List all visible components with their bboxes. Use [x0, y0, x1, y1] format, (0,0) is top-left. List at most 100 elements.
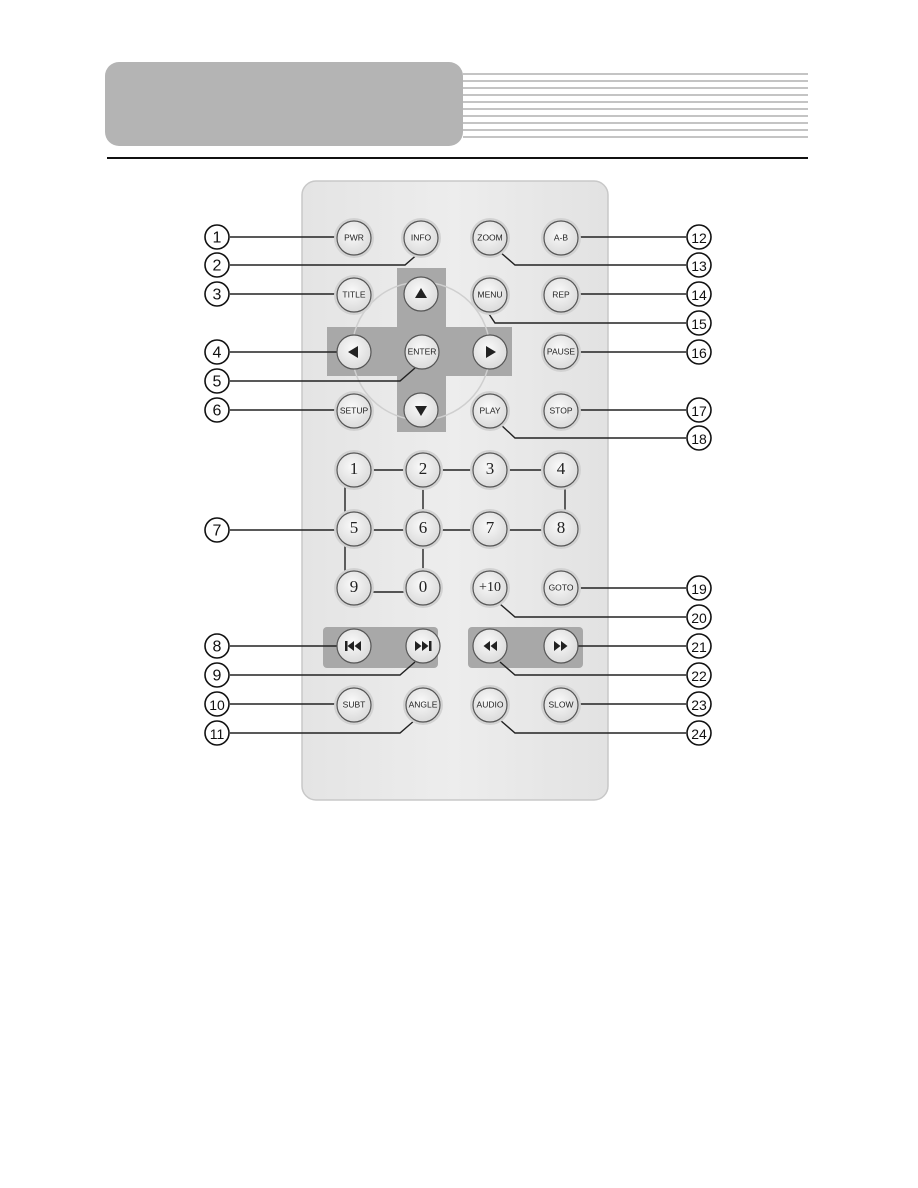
num-7-button[interactable]: 7	[470, 509, 510, 549]
audio-label: AUDIO	[477, 699, 504, 709]
callout-17: 17	[686, 397, 712, 423]
callout-15: 15	[686, 310, 712, 336]
play-label: PLAY	[479, 405, 500, 415]
num-3-button[interactable]: 3	[470, 450, 510, 490]
subt-label: SUBT	[343, 699, 366, 709]
plus10-button[interactable]: +10	[470, 568, 510, 608]
callout-22: 22	[686, 662, 712, 688]
info-button[interactable]: INFO	[401, 218, 441, 258]
down-button[interactable]	[403, 392, 439, 428]
callout-24: 24	[686, 720, 712, 746]
callout-24-text: 24	[691, 726, 707, 742]
prev-button[interactable]	[336, 628, 372, 664]
goto-label: GOTO	[549, 582, 574, 592]
next-button[interactable]	[405, 628, 441, 664]
stop-label: STOP	[550, 405, 573, 415]
rewind-icon	[483, 641, 497, 651]
num-9-label: 9	[350, 577, 359, 596]
angle-button[interactable]: ANGLE	[403, 685, 443, 725]
ab-label: A-B	[554, 232, 569, 242]
left-button[interactable]	[336, 334, 372, 370]
rep-button[interactable]: REP	[541, 275, 581, 315]
num-8-label: 8	[557, 518, 566, 537]
callout-7: 7	[204, 517, 230, 543]
callout-4-text: 4	[213, 345, 222, 362]
callout-1: 1	[204, 224, 230, 250]
num-3-label: 3	[486, 459, 495, 478]
callout-21-text: 21	[691, 639, 707, 655]
subt-button[interactable]: SUBT	[334, 685, 374, 725]
callout-8-text: 8	[213, 639, 222, 656]
callout-11: 11	[204, 720, 230, 746]
angle-label: ANGLE	[409, 699, 438, 709]
menu-label: MENU	[477, 289, 502, 299]
callout-9: 9	[204, 662, 230, 688]
num-6-button[interactable]: 6	[403, 509, 443, 549]
callout-5-text: 5	[213, 374, 222, 391]
rewind-button[interactable]	[472, 628, 508, 664]
right-button[interactable]	[472, 334, 508, 370]
num-6-label: 6	[419, 518, 428, 537]
stop-button[interactable]: STOP	[541, 391, 581, 431]
num-2-button[interactable]: 2	[403, 450, 443, 490]
skip-next-icon	[415, 641, 432, 651]
pwr-button[interactable]: PWR	[334, 218, 374, 258]
plus10-label: +10	[479, 580, 501, 595]
header-rules	[463, 73, 808, 138]
zoom-button[interactable]: ZOOM	[470, 218, 510, 258]
callout-16-text: 16	[691, 345, 707, 361]
callout-5: 5	[204, 368, 230, 394]
ab-button[interactable]: A-B	[541, 218, 581, 258]
slow-label: SLOW	[548, 699, 573, 709]
play-button[interactable]: PLAY	[470, 391, 510, 431]
callout-20-text: 20	[691, 610, 707, 626]
info-label: INFO	[411, 232, 432, 242]
callout-10: 10	[204, 691, 230, 717]
menu-button[interactable]: MENU	[470, 275, 510, 315]
callout-2: 2	[204, 252, 230, 278]
num-1-label: 1	[350, 459, 359, 478]
num-1-button[interactable]: 1	[334, 450, 374, 490]
audio-button[interactable]: AUDIO	[470, 685, 510, 725]
rep-label: REP	[552, 289, 570, 299]
pause-button[interactable]: PAUSE	[541, 332, 581, 372]
callout-21: 21	[686, 633, 712, 659]
fast-forward-icon	[554, 641, 568, 651]
fast-forward-button[interactable]	[543, 628, 579, 664]
callout-12-text: 12	[691, 230, 707, 246]
callout-14-text: 14	[691, 287, 707, 303]
pause-label: PAUSE	[547, 346, 576, 356]
callout-9-text: 9	[213, 668, 222, 685]
up-button[interactable]	[403, 276, 439, 312]
num-9-button[interactable]: 9	[334, 568, 374, 608]
arrow-left-icon	[348, 346, 358, 358]
arrow-up-icon	[415, 288, 427, 298]
zoom-label: ZOOM	[477, 232, 503, 242]
title-button[interactable]: TITLE	[334, 275, 374, 315]
callout-14: 14	[686, 281, 712, 307]
arrow-right-icon	[486, 346, 496, 358]
num-5-label: 5	[350, 518, 359, 537]
setup-label: SETUP	[340, 405, 369, 415]
callout-13-text: 13	[691, 258, 707, 274]
num-5-button[interactable]: 5	[334, 509, 374, 549]
callout-3: 3	[204, 281, 230, 307]
setup-button[interactable]: SETUP	[334, 391, 374, 431]
callout-2-text: 2	[213, 258, 222, 275]
callout-18: 18	[686, 425, 712, 451]
num-2-label: 2	[419, 459, 428, 478]
callout-8: 8	[204, 633, 230, 659]
num-8-button[interactable]: 8	[541, 509, 581, 549]
callout-12: 12	[686, 224, 712, 250]
enter-button[interactable]: ENTER	[404, 334, 440, 370]
callout-23-text: 23	[691, 697, 707, 713]
num-0-button[interactable]: 0	[403, 568, 443, 608]
callout-4: 4	[204, 339, 230, 365]
slow-button[interactable]: SLOW	[541, 685, 581, 725]
num-4-button[interactable]: 4	[541, 450, 581, 490]
enter-label: ENTER	[408, 346, 437, 356]
num-0-label: 0	[419, 577, 428, 596]
goto-button[interactable]: GOTO	[541, 568, 581, 608]
num-4-label: 4	[557, 459, 566, 478]
